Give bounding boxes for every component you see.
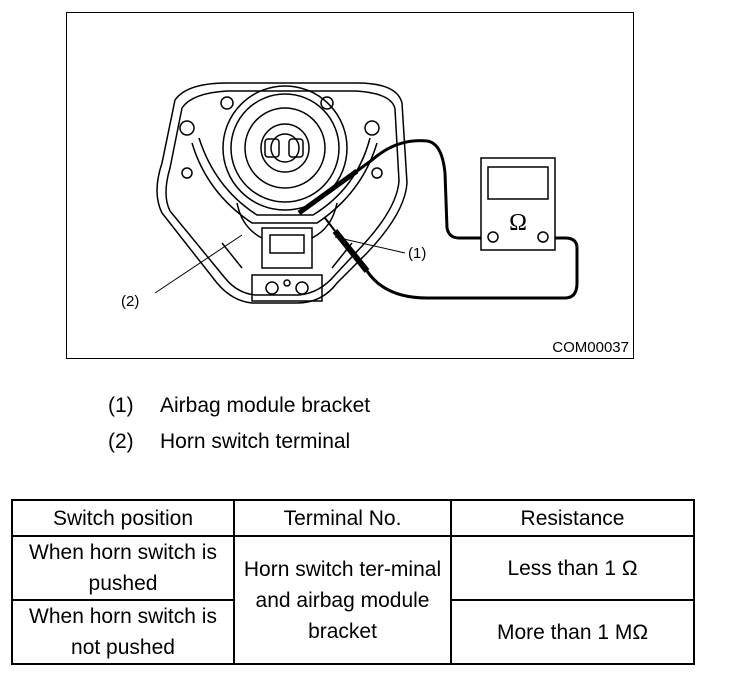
header-resistance: Resistance [450, 499, 695, 537]
table-row: When horn switch is not pushed More than… [11, 599, 695, 665]
legend-text: Airbag module bracket [160, 394, 371, 417]
legend-number: (1) [108, 394, 134, 417]
steering-airbag-illustration: Ω (1) (2) [121, 82, 579, 310]
switch-position-cell: When horn switch is pushed [11, 535, 235, 601]
airbag-module [222, 85, 348, 211]
resistance-table: Switch position Terminal No. Resistance … [11, 499, 695, 665]
legend-item-1: (1) Airbag module bracket [108, 394, 370, 418]
callout-1: (1) [408, 245, 426, 262]
resistance-cell: Less than 1 Ω [450, 535, 695, 601]
terminal-cell: Horn switch ter-minal and airbag module … [233, 535, 452, 665]
horn-switch-terminal [261, 227, 313, 269]
resistance-cell: More than 1 MΩ [450, 599, 695, 665]
ohm-symbol: Ω [509, 210, 527, 236]
lead-2 [365, 236, 579, 300]
illustration-frame: Ω (1) (2) COM00037 [66, 12, 634, 359]
probe-1 [297, 168, 359, 216]
steering-pad-outline [156, 82, 408, 304]
table-header-row: Switch position Terminal No. Resistance [11, 499, 695, 537]
probe-2 [332, 229, 370, 273]
switch-position-cell: When horn switch is not pushed [11, 599, 235, 665]
legend-number: (2) [108, 430, 134, 453]
header-terminal-no: Terminal No. [233, 499, 452, 537]
header-switch-position: Switch position [11, 499, 235, 537]
legend-item-2: (2) Horn switch terminal [108, 430, 350, 454]
figure-id-label: COM00037 [552, 339, 629, 356]
callout-2: (2) [121, 293, 139, 310]
legend-text: Horn switch terminal [160, 430, 351, 453]
lead-1 [371, 139, 489, 240]
table-row: When horn switch is pushed Horn switch t… [11, 535, 695, 665]
ohmmeter: Ω [480, 157, 556, 251]
